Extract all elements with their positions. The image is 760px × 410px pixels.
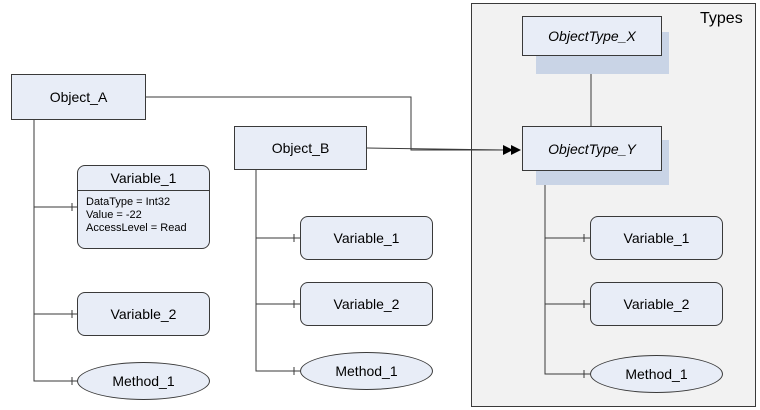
object-b-label: Object_B bbox=[271, 140, 330, 156]
access-level-attribute: AccessLevel = Read bbox=[86, 222, 187, 234]
object-type-x-node: ObjectType_X bbox=[522, 16, 662, 56]
object-type-x-label: ObjectType_X bbox=[548, 28, 636, 44]
double-arrowhead bbox=[503, 145, 521, 155]
object-type-y-node: ObjectType_Y bbox=[522, 126, 662, 171]
object-a-label: Object_A bbox=[49, 89, 108, 105]
object-a-variable-2-label: Variable_2 bbox=[110, 306, 177, 322]
types-label: Types bbox=[700, 10, 743, 27]
object-type-y-variable-1-node: Variable_1 bbox=[590, 216, 723, 260]
object-b-variable-2-label: Variable_2 bbox=[333, 296, 400, 312]
object-a-variable-1-label: Variable_1 bbox=[78, 166, 209, 191]
object-b-node: Object_B bbox=[234, 126, 367, 170]
value-attribute: Value = -22 bbox=[86, 209, 142, 221]
object-a-tree-line bbox=[33, 120, 77, 382]
object-b-method-1-node: Method_1 bbox=[300, 352, 433, 390]
object-b-method-1-label: Method_1 bbox=[335, 363, 398, 379]
object-type-y-method-1-label: Method_1 bbox=[625, 366, 688, 382]
object-a-method-1-node: Method_1 bbox=[77, 362, 210, 400]
object-b-variable-1-node: Variable_1 bbox=[300, 216, 433, 260]
object-a-node: Object_A bbox=[11, 74, 146, 120]
object-a-variable-1-attributes: DataType = Int32 Value = -22 AccessLevel… bbox=[78, 191, 209, 235]
object-a-variable-1-node: Variable_1 DataType = Int32 Value = -22 … bbox=[77, 165, 210, 249]
object-type-y-variable-1-label: Variable_1 bbox=[623, 230, 690, 246]
object-a-variable-2-node: Variable_2 bbox=[77, 292, 210, 336]
object-type-y-label: ObjectType_Y bbox=[548, 140, 636, 157]
object-type-y-tree-line bbox=[544, 171, 590, 375]
object-type-y-variable-2-node: Variable_2 bbox=[590, 282, 723, 326]
object-b-type-edge bbox=[366, 147, 506, 151]
object-b-variable-1-label: Variable_1 bbox=[333, 230, 400, 246]
object-a-type-edge bbox=[146, 96, 505, 151]
object-b-variable-2-node: Variable_2 bbox=[300, 282, 433, 326]
object-type-y-variable-2-label: Variable_2 bbox=[623, 296, 690, 312]
object-a-method-1-label: Method_1 bbox=[112, 373, 175, 389]
datatype-attribute: DataType = Int32 bbox=[86, 196, 171, 208]
object-type-y-method-1-node: Method_1 bbox=[590, 355, 723, 393]
object-b-tree-line bbox=[255, 170, 300, 372]
